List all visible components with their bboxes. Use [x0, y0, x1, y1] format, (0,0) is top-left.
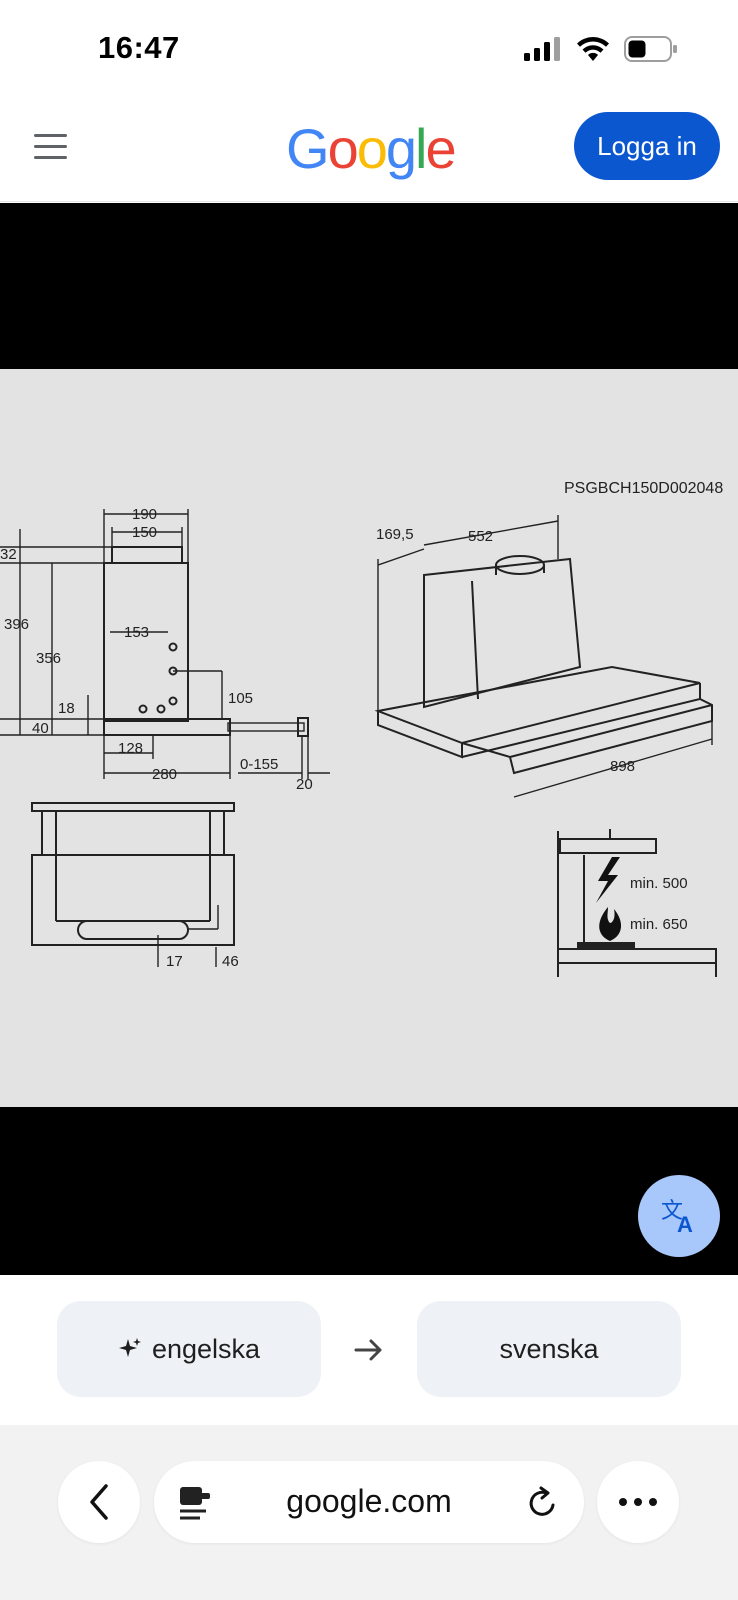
status-icons — [524, 36, 678, 62]
dim-front-slot: 17 — [166, 953, 183, 970]
dim-iso-side-depth: 169,5 — [376, 526, 414, 543]
clearance-drawing — [557, 829, 717, 977]
isometric-view-drawing — [374, 555, 713, 775]
electric-lightning-icon — [596, 857, 620, 903]
dim-side-duct-offset: 153 — [124, 624, 149, 641]
dim-side-top-width: 190 — [132, 506, 157, 523]
hamburger-menu-button[interactable] — [34, 132, 68, 162]
source-language-label: engelska — [151, 1333, 261, 1364]
dim-front-height: 46 — [222, 953, 239, 970]
browser-toolbar: google.com — [0, 1425, 738, 1600]
gas-flame-icon — [599, 907, 622, 941]
sparkle-icon — [118, 1338, 141, 1357]
address-bar[interactable]: google.com — [154, 1461, 584, 1543]
dim-side-depth: 280 — [152, 766, 177, 783]
side-view-drawing — [0, 509, 330, 779]
arrow-right-icon[interactable] — [352, 1333, 386, 1367]
dim-side-front-depth: 128 — [118, 740, 143, 757]
dim-side-base-height: 40 — [32, 720, 49, 737]
product-code: PSGBCH150D002048 — [564, 480, 723, 497]
dim-side-hole-offset: 18 — [58, 700, 75, 717]
menu-bar — [34, 145, 67, 148]
page-menu-icon[interactable] — [178, 1483, 212, 1523]
logo-letter: o — [356, 117, 388, 180]
dim-iso-total-width: 898 — [610, 758, 635, 775]
more-dots-icon — [619, 1498, 657, 1506]
front-dimension-lines — [157, 905, 219, 967]
dim-side-chimney-width: 150 — [132, 524, 157, 541]
logo-letter: l — [415, 117, 428, 180]
battery-icon — [624, 36, 677, 62]
translate-language-row: engelska svenska — [0, 1275, 738, 1425]
target-language-chip[interactable]: svenska — [417, 1301, 681, 1397]
cellular-signal-icon — [524, 37, 560, 61]
logo-letter: G — [286, 117, 330, 180]
isometric-dimension-lines — [377, 515, 713, 798]
svg-text:文: 文 — [661, 1199, 683, 1224]
status-bar: 16:47 — [0, 0, 738, 100]
reload-icon[interactable] — [524, 1485, 560, 1521]
url-text: google.com — [286, 1483, 452, 1519]
google-header: Google Logga in — [0, 100, 738, 202]
front-view-drawing — [31, 802, 235, 946]
dim-side-total-height: 396 — [4, 616, 29, 633]
chevron-left-icon — [90, 1484, 108, 1520]
logo-letter: o — [327, 117, 359, 180]
image-viewer[interactable]: PSGBCH150D002048 — [0, 203, 738, 1275]
dim-side-socket-height: 105 — [228, 690, 253, 707]
dim-side-extension: 0-155 — [240, 756, 278, 773]
dim-side-top-gap: 32 — [0, 546, 17, 563]
menu-bar — [34, 134, 67, 137]
technical-drawing: PSGBCH150D002048 — [0, 480, 723, 977]
back-button[interactable] — [58, 1461, 140, 1543]
dim-iso-body-width: 552 — [468, 528, 493, 545]
dim-side-handle: 20 — [296, 776, 313, 793]
translate-icon: 文 A — [661, 1199, 693, 1236]
menu-bar — [34, 156, 67, 159]
target-language-label: svenska — [499, 1333, 599, 1364]
logo-letter: g — [385, 117, 417, 180]
logo-letter: e — [425, 117, 456, 180]
translate-button[interactable]: 文 A — [638, 1175, 720, 1257]
svg-text:A: A — [677, 1212, 693, 1236]
wifi-icon — [577, 37, 609, 61]
clearance-gas: min. 650 — [630, 916, 688, 933]
login-button[interactable]: Logga in — [574, 112, 720, 180]
range-hood-diagram-image: PSGBCH150D002048 — [0, 369, 738, 1107]
dim-side-body-height: 356 — [36, 650, 61, 667]
more-options-button[interactable] — [597, 1461, 679, 1543]
status-time: 16:47 — [98, 30, 180, 65]
clearance-electric: min. 500 — [630, 875, 688, 892]
google-logo[interactable]: Google — [286, 116, 457, 181]
source-language-chip[interactable]: engelska — [57, 1301, 321, 1397]
